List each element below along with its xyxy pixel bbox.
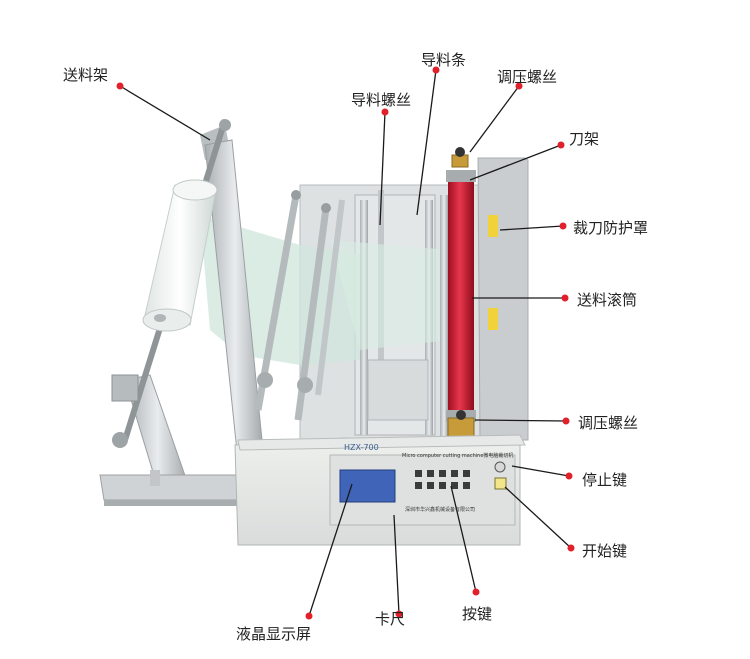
- label-ruler: 卡尺: [375, 610, 406, 628]
- panel-model: HZX-700: [344, 443, 379, 452]
- label-feed-roller: 送料滚筒: [577, 291, 638, 309]
- guide-rollers: [254, 190, 345, 421]
- pressure-screw-top: [451, 147, 469, 168]
- leader-lines: [119, 69, 572, 617]
- stop-button: [494, 461, 506, 473]
- label-feed-rack: 送料架: [63, 66, 109, 84]
- label-keypad: 按键: [462, 605, 493, 623]
- label-start-key: 开始键: [582, 542, 628, 560]
- control-cabinet: [234, 434, 526, 546]
- label-lcd-display: 液晶显示屏: [236, 625, 312, 643]
- label-knife-holder: 刀架: [569, 130, 600, 148]
- film-roll: [142, 179, 218, 332]
- label-guide-bar: 导料条: [421, 51, 467, 69]
- label-stop-key: 停止键: [582, 471, 628, 489]
- panel-subtitle: Micro computer cutting machine微电脑裁切机: [402, 453, 514, 459]
- label-guide-screw: 导料螺丝: [351, 91, 412, 109]
- lcd-screen: [339, 469, 396, 503]
- warning-stickers: [488, 215, 498, 330]
- guide-bar-rod: [440, 195, 448, 440]
- pressure-screw-bottom: [447, 410, 475, 441]
- start-button: [494, 477, 507, 490]
- label-adjust-screw-bottom: 调压螺丝: [578, 414, 639, 432]
- keypad-buttons: [415, 470, 470, 489]
- feed-roller: [446, 170, 476, 422]
- label-blade-guard: 裁刀防护罩: [573, 219, 649, 237]
- label-adjust-screw-top: 调压螺丝: [497, 68, 558, 86]
- panel-company: 深圳市华兴鑫机械设备有限公司: [405, 507, 476, 513]
- label-dots: [116, 66, 575, 620]
